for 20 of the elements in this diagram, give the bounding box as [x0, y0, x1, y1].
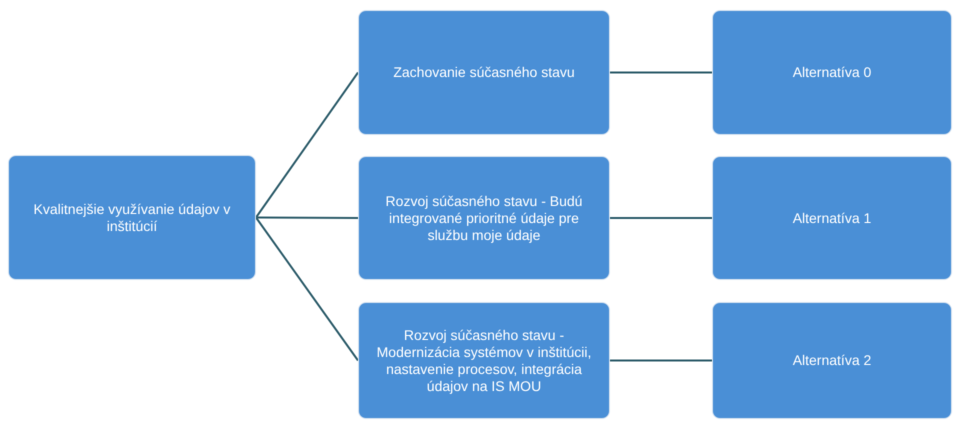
box-label: Kvalitnejšie využívanie údajov v inštitúcií	[32, 200, 232, 234]
connector-line	[255, 216, 359, 362]
process-box	[8, 155, 256, 280]
box-label: Alternatíva 2	[792, 352, 872, 369]
connector-line	[256, 216, 358, 219]
box-label: Alternatíva 0	[792, 64, 872, 81]
connector-line	[610, 217, 712, 219]
box-label: Zachovanie súčasného stavu	[393, 64, 575, 81]
box-label: Rozvoj súčasného stavu - Modernizácia systémov v inštitúcii, nastavenie procesov, integrácia údajov na IS MOU	[376, 326, 592, 394]
process-box	[712, 156, 952, 280]
process-box	[358, 156, 610, 280]
process-box	[358, 302, 610, 419]
process-box	[712, 10, 952, 135]
box-label: Rozvoj súčasného stavu - Budú integrované prioritné údaje pre službu moje údaje	[384, 192, 584, 244]
connector-line	[610, 360, 712, 362]
process-box	[358, 10, 610, 135]
box-label: Alternatíva 1	[792, 210, 872, 226]
connector-line	[610, 72, 712, 74]
process-box	[712, 302, 952, 419]
connector-line	[255, 72, 359, 218]
